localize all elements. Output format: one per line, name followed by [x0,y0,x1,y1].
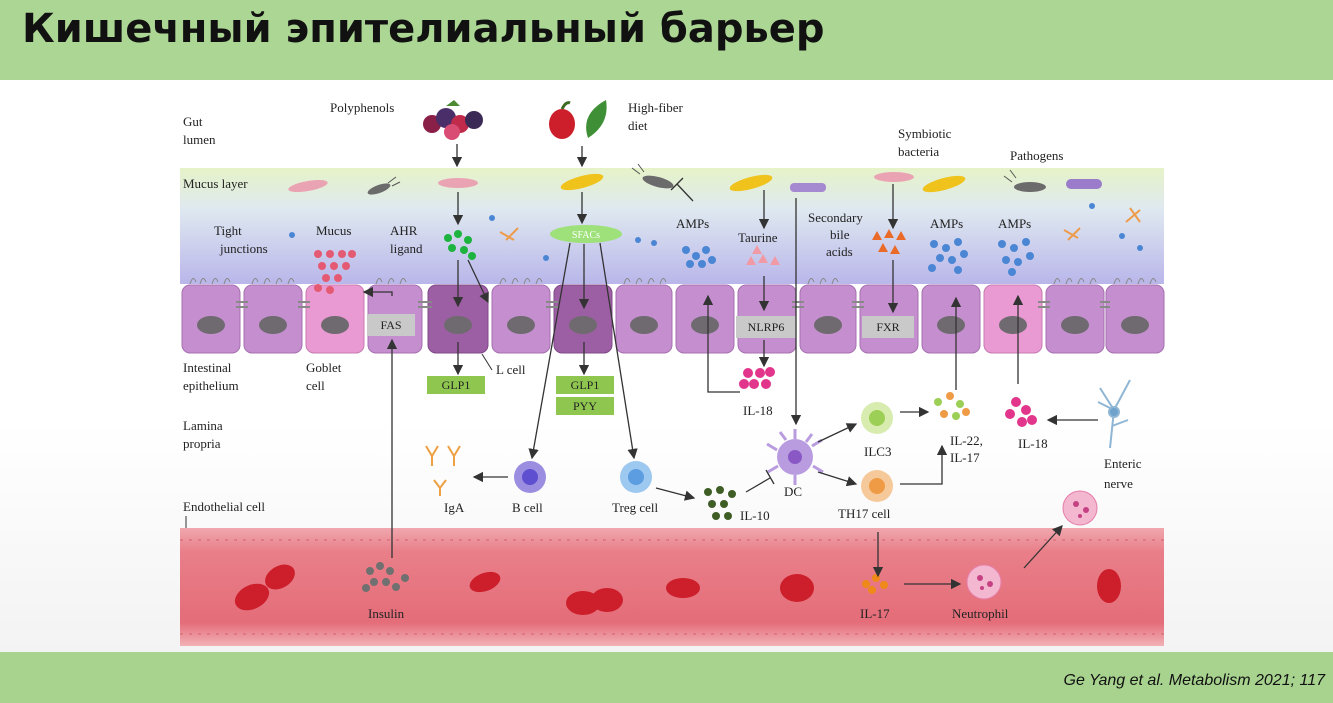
taurine-label: Taurine [738,230,778,245]
dc-label: DC [784,484,802,499]
glp1-box-b [556,376,614,394]
ahr-ligand-dots [444,230,476,260]
b-cell-icon [514,461,546,493]
th17-cell-icon [861,470,893,502]
pathway-arrows [362,144,1098,590]
sfacs-ellipse [550,225,622,243]
fxr-label: FXR [876,320,899,334]
taurine-triangles [746,245,780,265]
insulin-granules [362,562,409,592]
il10-label: IL-10 [740,508,770,523]
ilc3-label: ILC3 [864,444,891,459]
pathogens-label: Pathogens [1010,148,1063,163]
il18-label-1: IL-18 [743,403,773,418]
nlrp6-box [736,316,796,338]
iga-label: IgA [444,500,465,515]
mucus-label: Mucus [316,223,351,238]
il18-dots [739,367,1037,427]
glp1-label-b: GLP1 [571,378,600,392]
glp1-label-a: GLP1 [442,378,471,392]
citation: Ge Yang et al. Metabolism 2021; 117 [1063,672,1326,689]
il22-il17-label: IL-22,IL-17 [950,433,983,465]
fxr-box [862,316,914,338]
cell-nuclei [197,316,1149,334]
activated-neutrophil-icon [1062,490,1098,526]
treg-cell-icon [620,461,652,493]
greens-icon [586,100,607,138]
endothelial-cell-label: Endothelial cell [183,499,265,514]
pyy-box [556,397,614,415]
il18-label-2: IL-18 [1018,436,1048,451]
insulin-label: Insulin [368,606,405,621]
bile-acid-triangles [872,229,906,254]
il10-dots [704,486,736,520]
il22-il17-dots [934,392,970,420]
il17-label: IL-17 [860,606,890,621]
microvilli [189,278,1157,285]
amp-dots [289,203,1143,276]
l-cell-pointer [481,353,493,371]
apple-icon [549,101,575,139]
slide-title: Кишечный эпителиальный барьер [22,6,825,52]
dendritic-cell-icon [766,429,824,485]
b-cell-label: B cell [512,500,543,515]
iga-icons [425,445,461,496]
sfacs-label: SFACs [572,230,600,241]
l-cell-label: L cell [496,362,526,377]
mucus-layer-label: Mucus layer [183,176,248,191]
red-blood-cells [234,564,1121,615]
amps-label-3: AMPs [998,216,1031,231]
pyy-label: PYY [573,399,597,413]
neutrophil-label: Neutrophil [952,606,1009,621]
treg-cell-label: Treg cell [612,500,658,515]
enteric-nerve-icon [1097,379,1131,449]
tight-junction-marks [236,301,1110,308]
footer-bar [0,652,1333,703]
fas-label: FAS [380,318,401,332]
th17-cell-label: TH17 cell [838,506,891,521]
nlrp6-label: NLRP6 [748,320,785,334]
fas-box [367,314,415,336]
polyphenols-label: Polyphenols [330,100,394,115]
ilc3-icon [861,402,893,434]
neutrophil-icon [966,564,1002,600]
glp1-box-a [427,376,485,394]
amps-label-2: AMPs [930,216,963,231]
microbes [288,163,1141,241]
mucus-dots [314,250,356,294]
title-bar [0,0,1333,80]
amps-label-1: AMPs [676,216,709,231]
inhibition-lines [670,177,775,493]
polyphenols-berries-icon [423,100,483,140]
